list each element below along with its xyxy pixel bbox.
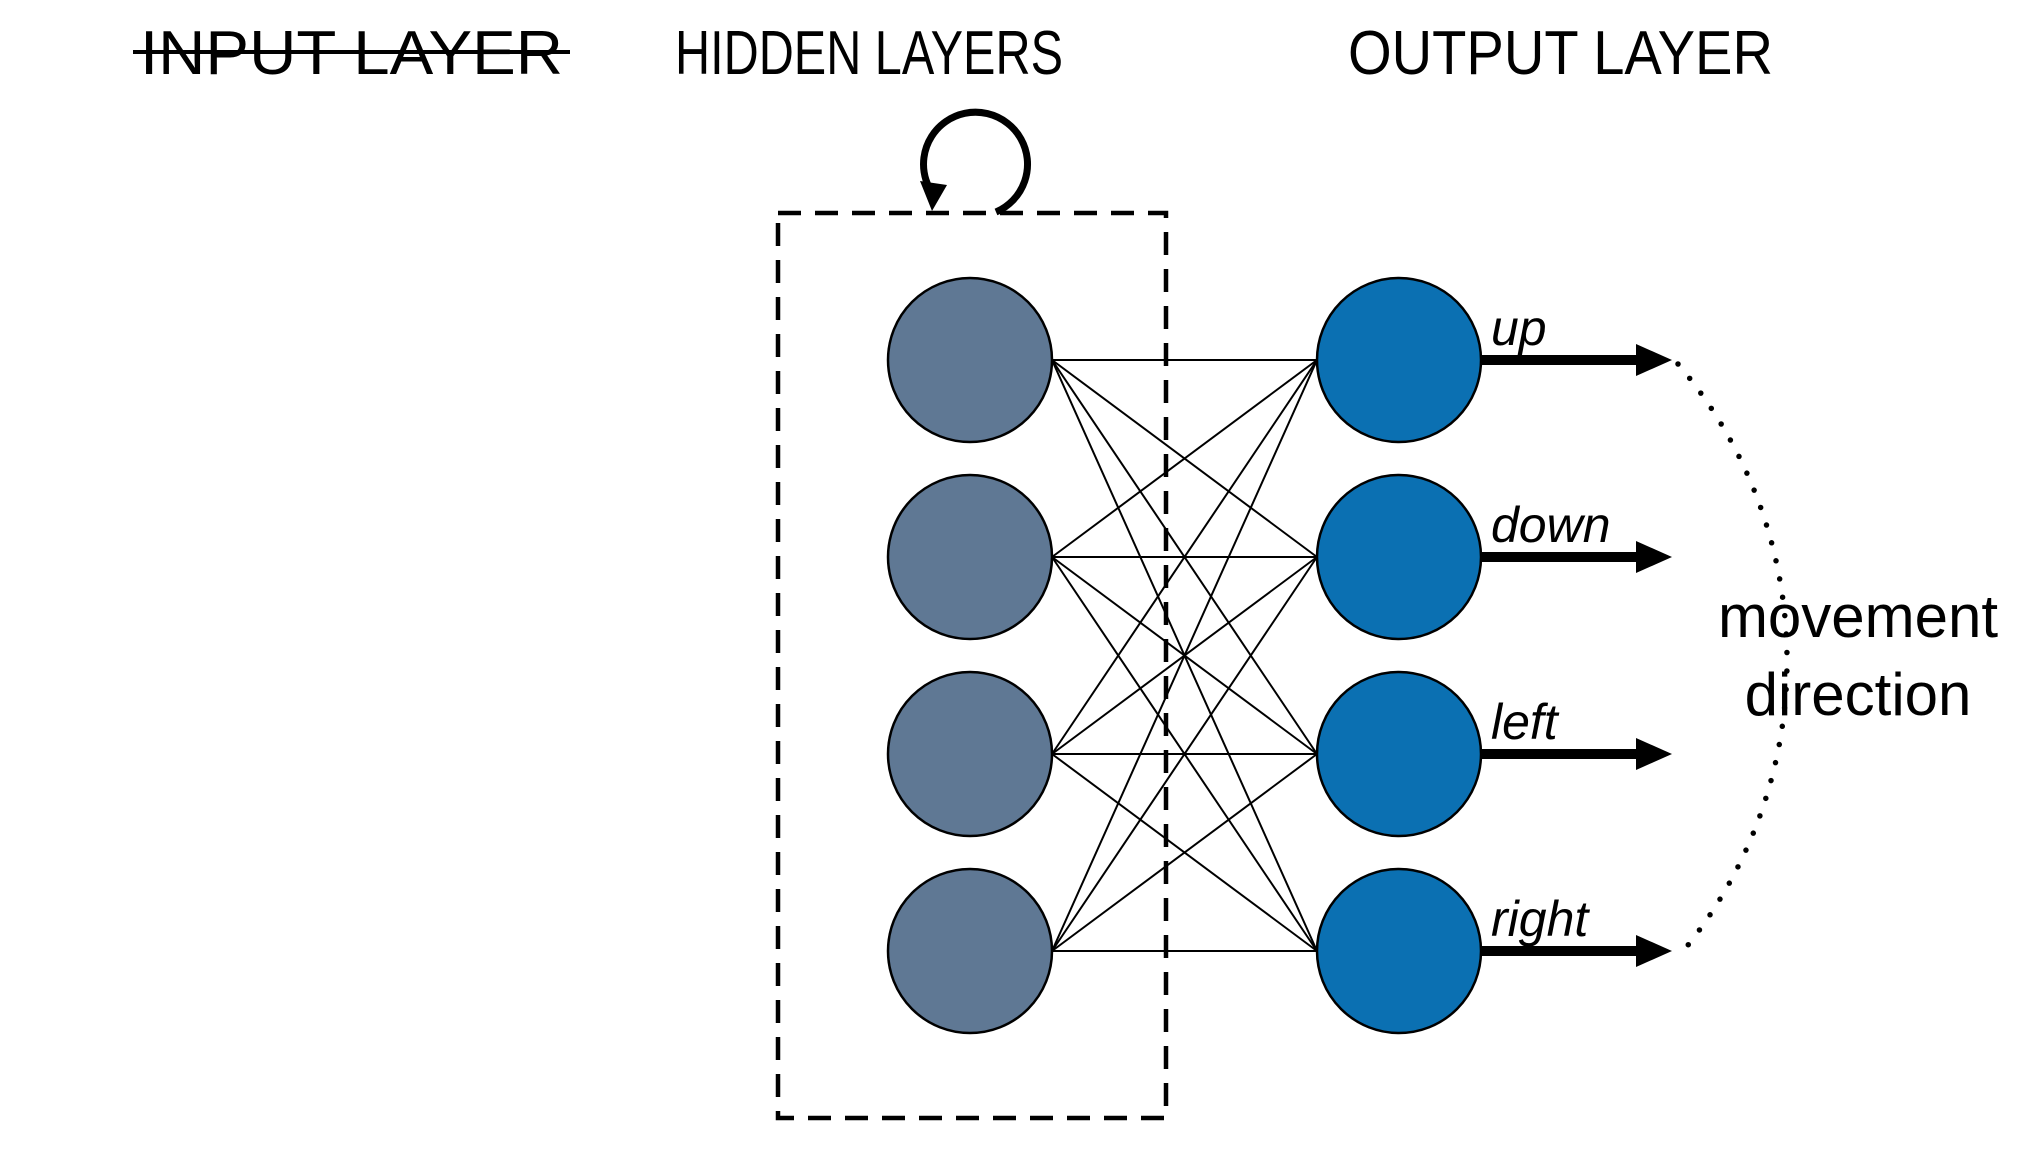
recurrent-loop-arc xyxy=(920,108,1031,216)
connection-line xyxy=(1051,359,1318,952)
hidden-layers-box xyxy=(775,210,1169,1121)
recurrent-loop-icon xyxy=(920,108,1031,216)
output-node-right xyxy=(1315,867,1483,1035)
connection-line xyxy=(1051,556,1318,952)
right-arrow-head xyxy=(1636,935,1672,967)
connection-line xyxy=(1051,359,1318,755)
output-arrows xyxy=(1481,344,1672,967)
hidden-node xyxy=(886,473,1054,641)
left-arrow-head xyxy=(1636,738,1672,770)
output-label-right: right xyxy=(1491,891,1590,947)
hidden-node xyxy=(886,276,1054,444)
hidden-nodes xyxy=(886,276,1054,1035)
movement-direction-arc xyxy=(1675,361,1790,953)
hidden-layers-heading: HIDDEN LAYERS xyxy=(675,19,1063,88)
movement-direction-label-line1: movement xyxy=(1718,583,1998,650)
connection-line xyxy=(1051,359,1318,558)
up-arrow-head xyxy=(1636,344,1672,376)
output-node-down xyxy=(1315,473,1483,641)
connection-line xyxy=(1051,753,1318,952)
hidden-node xyxy=(886,867,1054,1035)
output-node-up xyxy=(1315,276,1483,444)
output-label-left: left xyxy=(1491,694,1560,750)
movement-direction-label-line2: direction xyxy=(1745,661,1972,728)
connection-lines xyxy=(1051,359,1318,952)
output-layer-heading: OUTPUT LAYER xyxy=(1348,19,1773,88)
output-nodes xyxy=(1315,276,1483,1035)
output-label-down: down xyxy=(1491,497,1611,553)
recurrent-loop-arrowhead xyxy=(920,181,947,211)
output-label-up: up xyxy=(1491,300,1547,356)
down-arrow-head xyxy=(1636,541,1672,573)
hidden-node xyxy=(886,670,1054,838)
output-node-left xyxy=(1315,670,1483,838)
